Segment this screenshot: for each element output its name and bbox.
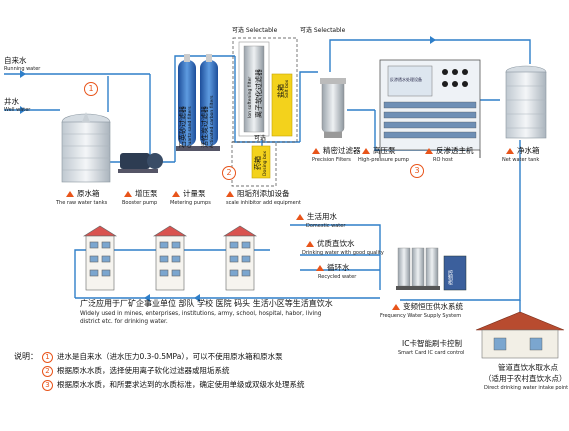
intake-hut (475, 311, 565, 359)
ic-card-label-en: Smart Card IC card control (398, 350, 465, 356)
softener-label-en: Ion softening filter (248, 76, 253, 118)
ro-host (379, 59, 481, 158)
dosing-box-label-en: Dosing box (263, 150, 268, 176)
dosing-box (251, 145, 271, 179)
well-water-label: 井水 (4, 97, 19, 106)
warning-triangle-icon (66, 191, 74, 197)
frequency-supply-label-en: Frequency Water Supply System (380, 313, 462, 319)
frequency-supply-label: 变频恒压供水系统 (392, 303, 463, 311)
warning-triangle-icon (172, 191, 180, 197)
softener-label: 离子软化过滤器 (255, 69, 263, 118)
net-tank-label-en: Net water tank (502, 157, 540, 163)
salt-box-label-en: Salt box (285, 79, 290, 98)
scale-inhibitor-label-en: scale inhibitor add equipment (226, 200, 301, 206)
drinking-water-label: 优质直饮水 (306, 240, 355, 248)
salt-box (271, 73, 293, 137)
warning-triangle-icon (124, 191, 132, 197)
high-pressure-pump-label-en: High-pressure pump (358, 157, 409, 163)
media-filters (176, 54, 220, 151)
warning-triangle-icon (392, 304, 400, 310)
high-pressure-pump-label: 高压泵 (362, 147, 396, 155)
warning-triangle-icon (226, 191, 234, 197)
application-text-en-2: district etc. for drinking water. (80, 319, 168, 325)
application-text: 广泛应用于厂矿企事业单位 部队 学校 医院 码头 生活小区等生活直饮水 (80, 299, 333, 308)
domestic-water-label: 生活用水 (296, 213, 337, 221)
warning-triangle-icon (312, 148, 320, 154)
booster-pump (118, 153, 163, 173)
warning-triangle-icon (362, 148, 370, 154)
warning-triangle-icon (425, 148, 433, 154)
ro-panel-label: 反渗透水处理设备 (390, 77, 422, 82)
carbon-filter-label-en: Activated carbon filters (210, 95, 215, 148)
precision-filters (320, 78, 346, 138)
step-marker-3: 3 (410, 164, 424, 178)
precision-filter-label-en: Precision Filters (312, 157, 351, 163)
well-water-label-en: Well water (4, 107, 31, 113)
buildings (82, 225, 258, 291)
ro-host-label-en: RO host (433, 157, 453, 163)
step-marker-2: 2 (222, 166, 236, 180)
raw-tank-label: 原水箱 (66, 190, 100, 198)
application-text-en-1: Widely used in mines, enterprises, insti… (80, 311, 322, 317)
step-marker-1: 1 (84, 82, 98, 96)
recycled-water-label: 循环水 (316, 264, 350, 272)
warning-triangle-icon (506, 148, 514, 154)
tap-water-label: 自来水 (4, 56, 27, 65)
domestic-water-label-en: Domestic water (306, 223, 346, 229)
booster-pump-label-en: Booster pump (122, 200, 158, 206)
optional-label-dosing: 可选 (254, 135, 267, 142)
control-panel-label: 控制柜 (447, 270, 453, 285)
warning-triangle-icon (316, 265, 324, 271)
precision-filter-label: 精密过滤器 (312, 147, 361, 155)
intake-point-note: （适用于农村直饮水点） (484, 374, 567, 383)
metering-pump-label-en: Metering pumps (170, 200, 211, 206)
salt-box-label: 盐箱 (277, 84, 285, 98)
scale-inhibitor-label: 阻垢剂添加设备 (226, 190, 290, 198)
recycled-water-label-en: Recycled water (318, 274, 357, 280)
optional-label-ro: 可选 Selectable (300, 27, 346, 34)
ro-host-label: 反渗透主机 (425, 147, 474, 155)
ic-card-label: IC卡智能刷卡控制 (402, 339, 462, 348)
dosing-box-label: 药箱 (254, 156, 262, 170)
raw-tank-label-en: The raw water tanks (56, 200, 108, 206)
intake-point-label-en: Direct drinking water intake point (484, 385, 569, 391)
warning-triangle-icon (296, 214, 304, 220)
tap-water-label-en: Running water (4, 66, 41, 72)
net-water-tank (505, 65, 547, 139)
warning-triangle-icon (306, 241, 314, 247)
intake-point-label: 管道直饮水取水点 (498, 363, 558, 372)
booster-pump-label: 增压泵 (124, 190, 158, 198)
carbon-filter-label: 活性炭过滤器 (201, 106, 209, 148)
optional-dosing-box (231, 141, 277, 187)
frequency-supply-equipment (396, 247, 467, 291)
optional-label-softener: 可选 Selectable (232, 27, 278, 34)
metering-pump-label: 计量泵 (172, 190, 206, 198)
notes-title: 说明： (14, 352, 38, 361)
pipe-network (4, 39, 531, 318)
raw-water-tank (61, 112, 111, 183)
quartz-filter-label-en: Quartz sand filters (188, 106, 193, 148)
quartz-filter-label: 石英砂过滤器 (179, 106, 187, 148)
net-tank-label: 净水箱 (506, 147, 540, 155)
drinking-water-label-en: Drinking water with good quality (302, 250, 384, 256)
